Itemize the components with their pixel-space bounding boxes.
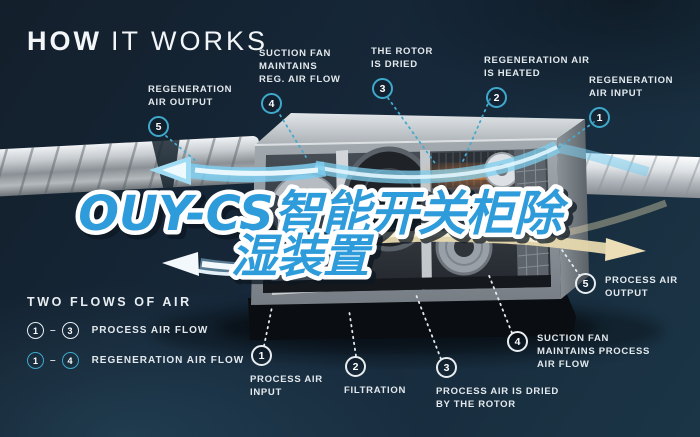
divider-right bbox=[420, 150, 432, 290]
step-number: 3 bbox=[379, 82, 386, 95]
legend-number: 4 bbox=[67, 355, 73, 366]
callout-label: FILTRATION bbox=[344, 385, 407, 396]
step-badge-process-5: 5 bbox=[575, 273, 596, 294]
legend-label: REGENERATION AIR FLOW bbox=[91, 355, 245, 366]
process-intake-ribbon bbox=[162, 252, 320, 278]
leader-reg-2 bbox=[462, 98, 491, 162]
legend-dash: – bbox=[50, 355, 56, 366]
legend-number: 3 bbox=[67, 325, 73, 336]
process-flow-ribbon bbox=[351, 199, 668, 261]
callout-regeneration-air-output: REGENERATION AIR OUTPUT 5 bbox=[148, 83, 232, 137]
step-badge-process-4: 4 bbox=[507, 331, 528, 352]
step-badge-regeneration-2: 2 bbox=[486, 87, 507, 108]
callout-process-air-output: 5 PROCESS AIR OUTPUT bbox=[575, 273, 678, 300]
callout-label: PROCESS AIR INPUT bbox=[250, 374, 323, 398]
callout-process-air-dried: 3 PROCESS AIR IS DRIED BY THE ROTOR bbox=[436, 357, 559, 411]
legend-number: 1 bbox=[32, 325, 38, 336]
page-title: HOW IT WORKS bbox=[27, 26, 268, 57]
leader-reg-5 bbox=[165, 135, 197, 162]
interior-floor bbox=[263, 275, 551, 293]
leader-proc-1 bbox=[263, 306, 273, 347]
page-title-light: IT WORKS bbox=[110, 26, 268, 56]
step-badge-process-1: 1 bbox=[251, 345, 272, 366]
callout-label: REGENERATION AIR OUTPUT bbox=[148, 84, 233, 108]
callout-suction-fan-process: 4 SUCTION FAN MAINTAINS PROCESS AIR FLOW bbox=[507, 331, 650, 371]
process-flow-arrow bbox=[605, 238, 646, 261]
step-number: 4 bbox=[514, 335, 521, 348]
legend-title: TWO FLOWS OF AIR bbox=[27, 295, 192, 309]
callout-label: REGENERATION AIR INPUT bbox=[589, 75, 674, 99]
legend-number: 1 bbox=[32, 355, 38, 366]
legend-circle-from: 1 bbox=[27, 322, 44, 339]
step-number: 2 bbox=[352, 360, 359, 373]
machine-top-face bbox=[255, 113, 585, 145]
callout-label: SUCTION FAN MAINTAINS PROCESS AIR FLOW bbox=[537, 333, 651, 370]
step-badge-regeneration-4: 4 bbox=[261, 93, 282, 114]
callout-label: PROCESS AIR OUTPUT bbox=[605, 275, 678, 299]
step-number: 2 bbox=[493, 91, 500, 104]
step-number: 3 bbox=[443, 361, 450, 374]
leader-reg-1 bbox=[556, 121, 595, 150]
page-title-bold: HOW bbox=[27, 26, 102, 56]
regeneration-flow-arrow-core bbox=[162, 162, 186, 179]
leader-proc-2 bbox=[348, 309, 357, 357]
legend-circle-from: 1 bbox=[27, 352, 44, 369]
step-number: 1 bbox=[258, 349, 265, 362]
callout-label: SUCTION FAN MAINTAINS REG. AIR FLOW bbox=[259, 48, 341, 85]
machine-base bbox=[248, 292, 576, 340]
process-intake-arrow bbox=[162, 252, 199, 276]
step-number: 1 bbox=[596, 111, 603, 124]
callout-regeneration-air-input: REGENERATION AIR INPUT 1 bbox=[589, 74, 673, 128]
step-badge-regeneration-3: 3 bbox=[372, 78, 393, 99]
step-badge-process-3: 3 bbox=[436, 357, 457, 378]
leader-lines bbox=[165, 97, 595, 360]
machine-body bbox=[251, 113, 589, 305]
suction-fan-ring bbox=[445, 228, 483, 266]
callout-suction-fan-reg: SUCTION FAN MAINTAINS REG. AIR FLOW 4 bbox=[259, 47, 341, 114]
callout-label: PROCESS AIR IS DRIED BY THE ROTOR bbox=[436, 386, 559, 410]
step-badge-regeneration-1: 1 bbox=[589, 107, 610, 128]
callout-filtration: 2 FILTRATION bbox=[344, 356, 406, 397]
regeneration-fan-hub bbox=[292, 195, 318, 221]
legend-circle-to: 4 bbox=[61, 352, 79, 369]
callout-label: THE ROTOR IS DRIED bbox=[371, 46, 434, 70]
leader-proc-4 bbox=[487, 272, 513, 334]
leader-proc-5 bbox=[561, 249, 581, 277]
rotor-hub bbox=[383, 193, 395, 205]
legend-row-process: 1 – 3 PROCESS AIR FLOW bbox=[27, 322, 244, 339]
machine-right-face bbox=[557, 119, 589, 299]
step-number: 5 bbox=[582, 277, 589, 290]
legend-label: PROCESS AIR FLOW bbox=[91, 325, 209, 336]
leader-reg-3 bbox=[387, 97, 438, 167]
callout-regeneration-air-heated: REGENERATION AIR IS HEATED 2 bbox=[484, 54, 590, 108]
step-badge-regeneration-5: 5 bbox=[148, 116, 169, 137]
legend-circle-to: 3 bbox=[61, 322, 79, 339]
callout-label: REGENERATION AIR IS HEATED bbox=[484, 55, 590, 79]
left-spiral-duct bbox=[0, 136, 261, 198]
callout-process-air-input: 1 PROCESS AIR INPUT bbox=[250, 345, 323, 399]
legend-row-regeneration: 1 – 4 REGENERATION AIR FLOW bbox=[27, 352, 244, 369]
callout-rotor-is-dried: THE ROTOR IS DRIED 3 bbox=[371, 45, 433, 99]
legend-two-flows: TWO FLOWS OF AIR 1 – 3 PROCESS AIR FLOW … bbox=[27, 295, 244, 369]
step-number: 5 bbox=[155, 120, 162, 133]
rotor-ring bbox=[362, 168, 416, 230]
leader-proc-3 bbox=[414, 291, 442, 360]
step-badge-process-2: 2 bbox=[345, 356, 366, 377]
legend-dash: – bbox=[50, 325, 56, 336]
process-flow-branch bbox=[559, 199, 668, 238]
step-number: 4 bbox=[268, 97, 275, 110]
front-top-edge bbox=[254, 138, 558, 146]
regeneration-flow-ribbon bbox=[149, 141, 650, 185]
